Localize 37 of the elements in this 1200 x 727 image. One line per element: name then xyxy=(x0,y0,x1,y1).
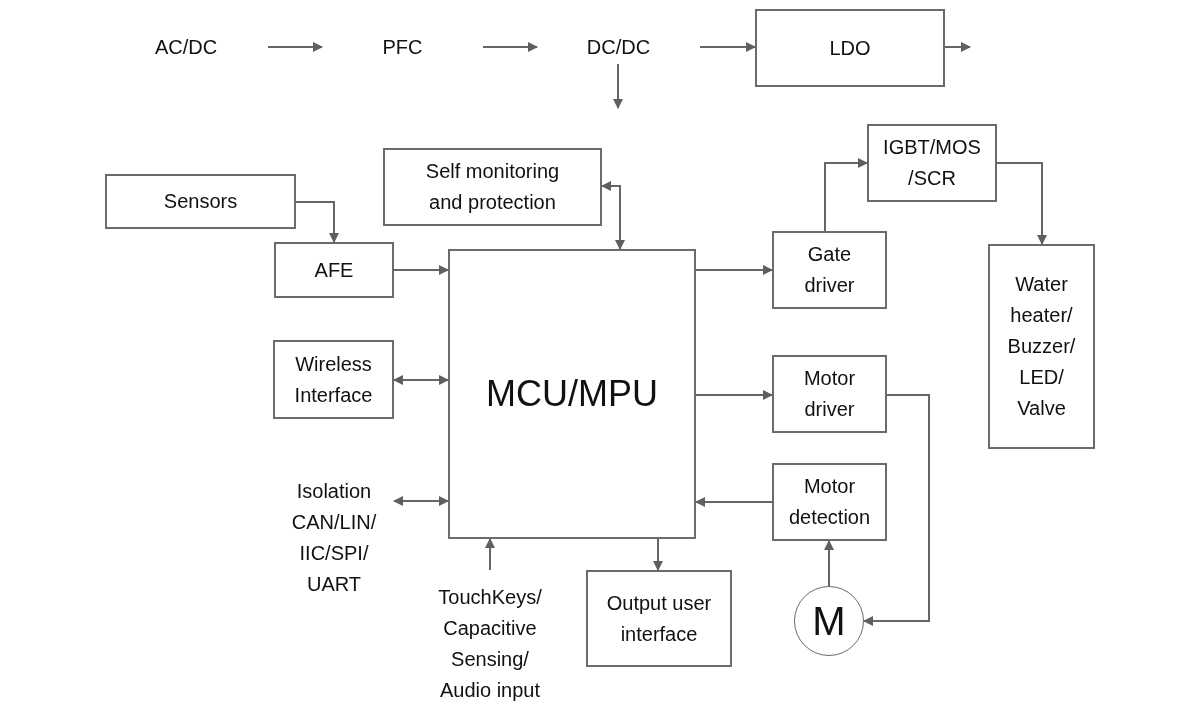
process-box: Motor driver xyxy=(772,355,887,433)
arrow xyxy=(482,42,538,52)
arrow xyxy=(485,538,495,571)
arrow xyxy=(695,497,773,507)
arrow xyxy=(601,181,625,250)
process-box: Self monitoring and protection xyxy=(383,148,602,226)
process-box: IGBT/MOS /SCR xyxy=(867,124,997,202)
arrow xyxy=(393,265,449,275)
arrow xyxy=(695,390,773,400)
arrow xyxy=(824,540,834,587)
processor-box: MCU/MPU xyxy=(448,249,696,539)
arrow xyxy=(824,158,868,232)
arrow xyxy=(699,42,756,52)
arrow xyxy=(695,265,773,275)
arrow xyxy=(653,538,663,571)
arrow xyxy=(863,394,930,626)
text-label: PFC xyxy=(322,30,483,64)
process-box: Wireless Interface xyxy=(273,340,394,419)
text-label: Isolation CAN/LIN/ IIC/SPI/ UART xyxy=(270,476,394,602)
text-label: TouchKeys/ Capacitive Sensing/ Audio input xyxy=(410,570,570,706)
process-box: AFE xyxy=(274,242,394,298)
arrow xyxy=(393,375,449,385)
process-box: Motor detection xyxy=(772,463,887,541)
arrow xyxy=(393,496,449,506)
text-label: AC/DC xyxy=(104,30,268,64)
motor-circle: M xyxy=(794,586,864,656)
text-label: DC/DC xyxy=(537,30,700,64)
process-box: Gate driver xyxy=(772,231,887,309)
process-box: Water heater/ Buzzer/ LED/ Valve xyxy=(988,244,1095,449)
arrow xyxy=(996,162,1047,245)
process-box: Sensors xyxy=(105,174,296,229)
process-box: Output user interface xyxy=(586,570,732,667)
arrow xyxy=(295,201,339,243)
arrow xyxy=(944,42,971,52)
arrow xyxy=(267,42,323,52)
arrow xyxy=(613,63,623,109)
process-box: LDO xyxy=(755,9,945,87)
